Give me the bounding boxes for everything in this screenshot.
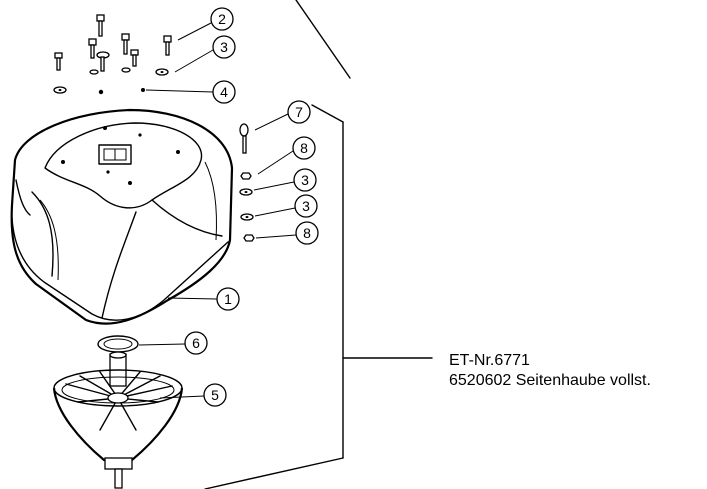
part-number: ET-Nr.6771 [449,352,530,369]
callout-8-lower: 8 [295,221,319,245]
callout-3-upper: 3 [293,168,317,192]
callout-5: 5 [203,383,227,407]
screw [54,52,63,71]
screw [96,14,105,37]
screw [163,35,172,56]
bracket-upper-diagonal [311,104,344,123]
hood-left-ridge [31,191,54,277]
callout-label: 8 [303,225,311,241]
washer [121,67,131,73]
screw [88,38,97,59]
assembly-bracket [204,0,433,489]
callout-label: 3 [220,39,228,55]
callout-7: 7 [287,100,311,124]
callout-3: 3 [212,35,236,59]
callout-leaders [138,22,297,399]
hood-mounting-holes [61,126,180,185]
part-label: ET-Nr.6771 6520602 Seitenhaube vollst. [449,352,651,389]
callout-6: 6 [184,331,208,355]
callout-label: 2 [218,11,226,27]
screw [121,33,130,55]
callout-8-upper: 8 [292,136,316,160]
hood-lower-rim [11,217,229,321]
callout-label: 3 [302,198,310,214]
bracket-bottom-diagonal [204,457,344,489]
callout-label: 5 [211,387,219,403]
impeller-rim [53,369,183,407]
hood-left-ridge-inner [39,199,59,281]
impeller-bottom-shaft [114,468,123,489]
hood-upper-rim [15,179,31,216]
side-hood [10,108,234,325]
hood-outline [10,108,234,325]
callout-1: 1 [216,287,240,311]
impeller-base [104,457,133,470]
nut [98,89,104,95]
hood-hub [98,144,132,165]
callout-label: 3 [301,172,309,188]
callout-label: 7 [295,104,303,120]
bolt [239,123,249,154]
hardware-washers [53,67,169,95]
washer [89,69,99,75]
screw [130,49,139,67]
nut [243,234,255,242]
callout-4: 4 [212,80,236,104]
fan-impeller [52,351,184,489]
hood-center-ridge [101,211,137,319]
sealing-ring [97,335,139,353]
callout-2: 2 [210,7,234,31]
hardware-screws [54,14,172,72]
part-description: 6520602 Seitenhaube vollst. [449,372,651,389]
right-hardware [239,123,255,242]
callout-3-lower: 3 [294,194,318,218]
callout-label: 1 [224,291,232,307]
nut [240,172,252,180]
bracket-top-diagonal [295,0,351,79]
callout-label: 8 [300,140,308,156]
screw [96,51,110,72]
nut [141,88,145,92]
impeller-hub [107,392,129,404]
hood-top-plateau [44,122,203,209]
callout-label: 4 [220,84,228,100]
callout-label: 6 [192,335,200,351]
hood-right-ridge [151,199,223,237]
hood-right-side-edge [204,161,217,241]
